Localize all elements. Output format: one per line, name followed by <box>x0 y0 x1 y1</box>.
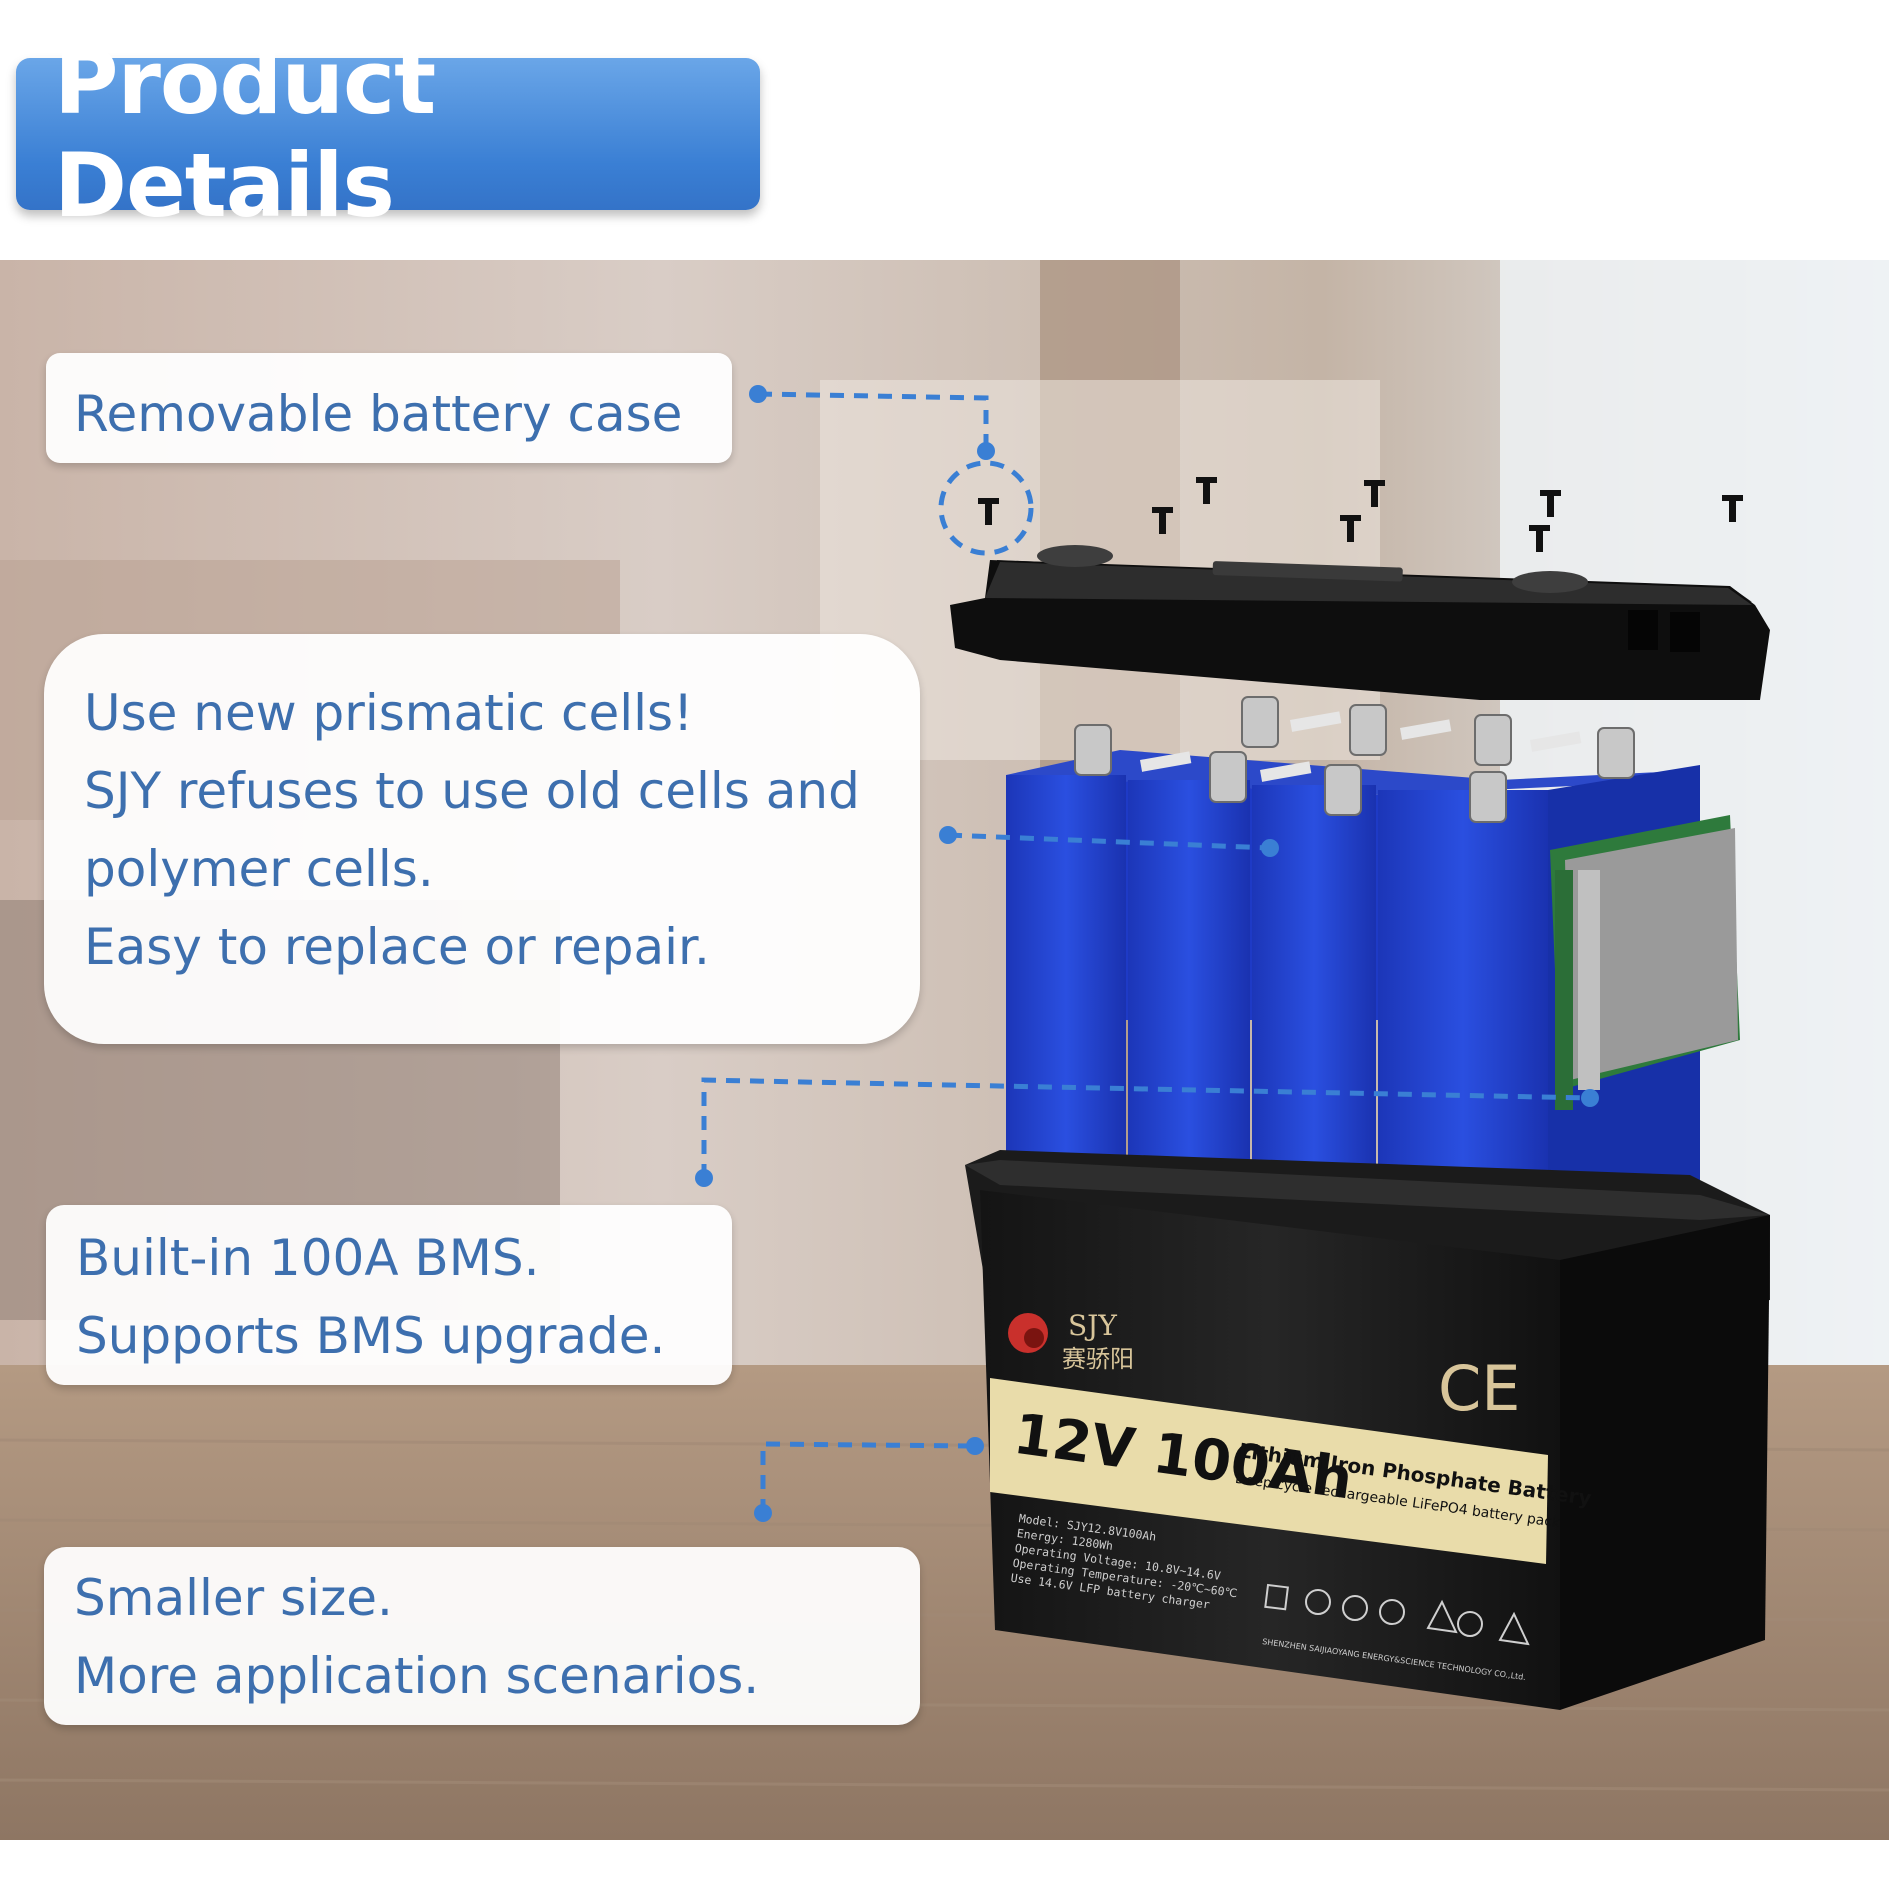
callout-connectors <box>701 391 1591 1513</box>
spec-list: Model: SJY12.8V100Ah Energy: 1280Wh Oper… <box>1010 1511 1239 1612</box>
ce-mark: CE <box>1438 1352 1520 1425</box>
callout-text-line-3: polymer cells. <box>84 840 434 898</box>
callout-text-line-2: SJY refuses to use old cells and <box>84 762 860 820</box>
brand-name: SJY <box>1068 1309 1117 1342</box>
case-screws <box>978 477 1743 552</box>
callout-removable-case: Removable battery case <box>46 353 732 463</box>
connector-dots <box>695 385 1599 1522</box>
callout-text: Removable battery case <box>74 385 683 443</box>
battery-box: SJY 赛骄阳 CE 12V 100Ah Lithium Iron Phosph… <box>965 1150 1770 1710</box>
callout-text-line-1: Smaller size. <box>74 1569 393 1627</box>
callout-smaller-size: Smaller size. More application scenarios… <box>44 1547 920 1725</box>
gold-label <box>990 1378 1548 1564</box>
callout-text-line-4: Easy to replace or repair. <box>84 918 710 976</box>
battery-lid <box>950 545 1770 700</box>
bms-board <box>1550 815 1740 1110</box>
product-details-header: Product Details <box>16 31 760 237</box>
callout-bms: Built-in 100A BMS. Supports BMS upgrade. <box>46 1205 732 1385</box>
safety-symbol-icons <box>1264 1583 1530 1646</box>
callout-prismatic-cells: Use new prismatic cells! SJY refuses to … <box>44 634 920 1044</box>
callout-text-line-1: Use new prismatic cells! <box>84 684 694 742</box>
brand-chinese-name: 赛骄阳 <box>1062 1345 1134 1373</box>
prismatic-cells <box>1006 696 1740 1280</box>
callout-text-line-2: Supports BMS upgrade. <box>76 1307 666 1365</box>
callout-text-line-2: More application scenarios. <box>74 1647 760 1705</box>
page-title: Product Details <box>54 31 436 237</box>
callout-text-line-1: Built-in 100A BMS. <box>76 1229 540 1287</box>
